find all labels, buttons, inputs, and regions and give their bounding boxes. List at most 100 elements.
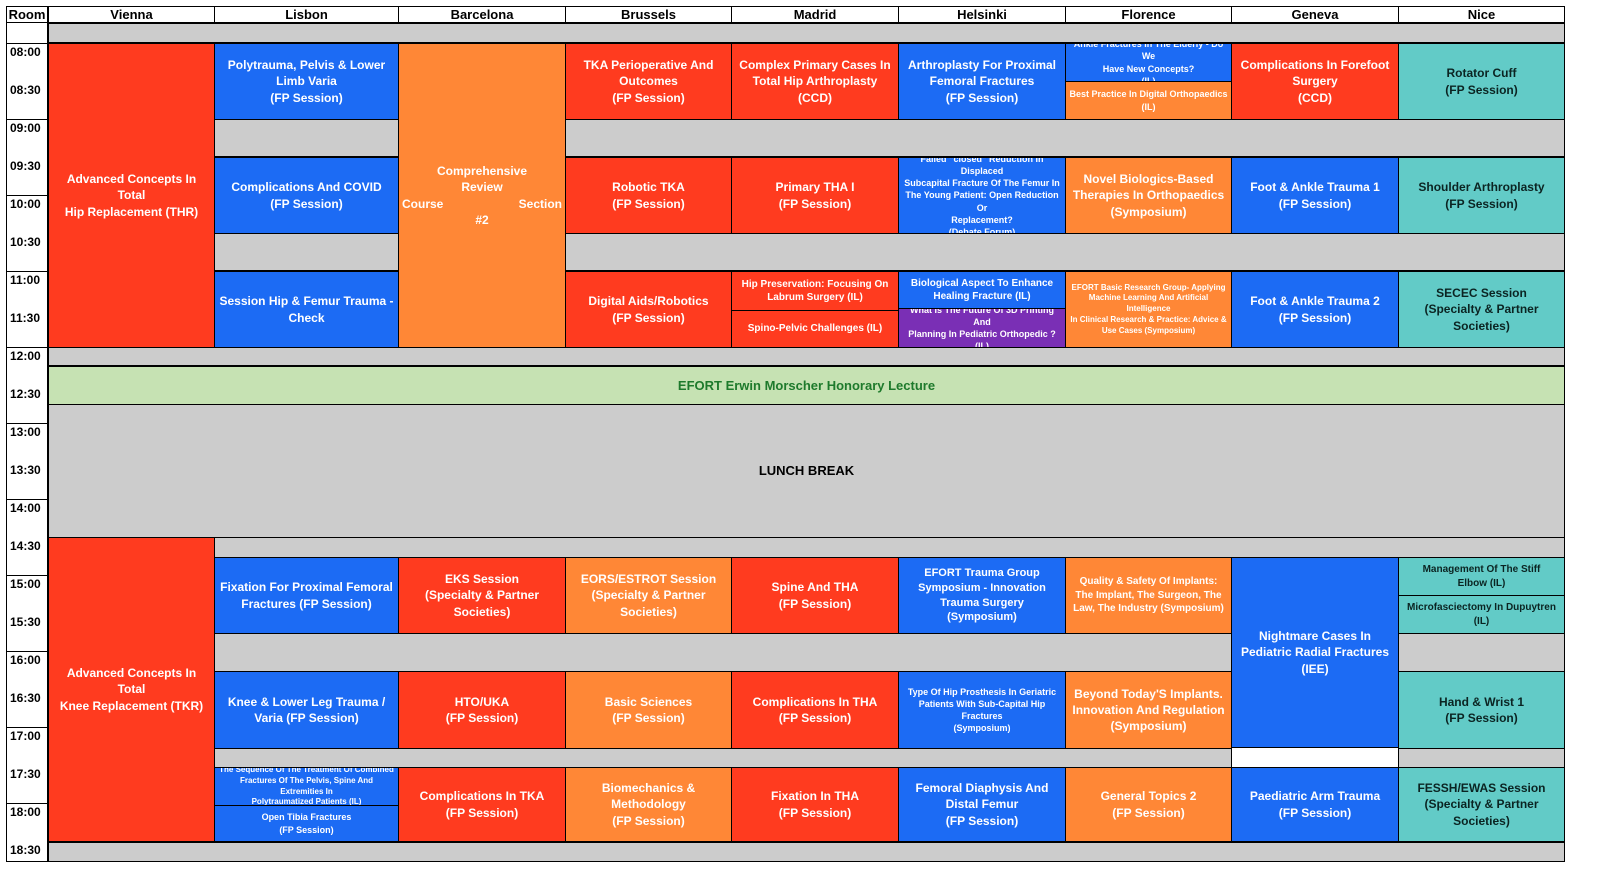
session-lisbon-open-tibia[interactable]: Open Tibia Fractures (FP Session) bbox=[214, 805, 399, 842]
session-barcelona-eks[interactable]: EKS Session (Specialty & Partner Societi… bbox=[398, 557, 566, 634]
session-geneva-foot-ankle-2[interactable]: Foot & Ankle Trauma 2 (FP Session) bbox=[1231, 271, 1399, 348]
session-florence-efort-basic-research[interactable]: EFORT Basic Research Group- Applying Mac… bbox=[1065, 271, 1232, 348]
time-1600: 16:00 bbox=[6, 651, 48, 689]
session-title: Femoral Diaphysis And Distal Femur (FP S… bbox=[915, 781, 1049, 828]
session-madrid-complex-primary[interactable]: Complex Primary Cases In Total Hip Arthr… bbox=[731, 43, 899, 120]
session-florence-general-topics-2[interactable]: General Topics 2 (FP Session) bbox=[1065, 767, 1232, 842]
session-barcelona-complications-tka[interactable]: Complications In TKA (FP Session) bbox=[398, 767, 566, 842]
session-nice-rotator-cuff[interactable]: Rotator Cuff (FP Session) bbox=[1398, 43, 1565, 120]
break-cell bbox=[214, 233, 399, 271]
room-helsinki: Helsinki bbox=[898, 6, 1066, 23]
break-cell bbox=[214, 119, 399, 157]
time-1100: 11:00 bbox=[6, 271, 48, 309]
break-cell bbox=[1398, 633, 1565, 672]
room-lisbon: Lisbon bbox=[214, 6, 399, 23]
session-florence-best-practice[interactable]: Best Practice In Digital Orthopaedics (I… bbox=[1065, 81, 1232, 120]
time-divider bbox=[6, 499, 48, 500]
session-barcelona-comprehensive-review[interactable]: Comprehensive Review Course Section #2 bbox=[398, 43, 566, 348]
lunch-break: LUNCH BREAK bbox=[48, 404, 1565, 538]
session-helsinki-type-hip-prosthesis[interactable]: Type Of Hip Prosthesis In Geriatric Pati… bbox=[898, 671, 1066, 749]
session-title: FESSH/EWAS Session (Specialty & Partner … bbox=[1417, 781, 1546, 828]
session-lisbon-covid[interactable]: Complications And COVID (FP Session) bbox=[214, 157, 399, 234]
session-lisbon-sequence-treatment[interactable]: The Sequence Of The Treatment Of Combine… bbox=[214, 767, 399, 806]
session-title: Spino-Pelvic Challenges (IL) bbox=[747, 323, 883, 335]
session-nice-hand-wrist[interactable]: Hand & Wrist 1 (FP Session) bbox=[1398, 671, 1565, 749]
session-barcelona-hto-uka[interactable]: HTO/UKA (FP Session) bbox=[398, 671, 566, 749]
session-brussels-eors-estrot[interactable]: EORS/ESTROT Session (Specialty & Partner… bbox=[565, 557, 732, 634]
session-florence-quality-safety[interactable]: Quality & Safety Of Implants: The Implan… bbox=[1065, 557, 1232, 634]
session-lisbon-knee-lower-leg[interactable]: Knee & Lower Leg Trauma / Varia (FP Sess… bbox=[214, 671, 399, 749]
session-title: Knee & Lower Leg Trauma / Varia (FP Sess… bbox=[227, 694, 386, 725]
session-madrid-spino-pelvic[interactable]: Spino-Pelvic Challenges (IL) bbox=[731, 310, 899, 348]
time-1130: 11:30 bbox=[6, 309, 48, 347]
break-row bbox=[48, 347, 1565, 366]
session-madrid-fixation-tha[interactable]: Fixation In THA (FP Session) bbox=[731, 767, 899, 842]
break-row bbox=[214, 748, 1232, 768]
session-madrid-complications-tha[interactable]: Complications In THA (FP Session) bbox=[731, 671, 899, 749]
session-madrid-primary-tha[interactable]: Primary THA I (FP Session) bbox=[731, 157, 899, 234]
session-nice-stiff-elbow[interactable]: Management Of The Stiff Elbow (IL) bbox=[1398, 557, 1565, 596]
session-brussels-biomechanics[interactable]: Biomechanics & Methodology (FP Session) bbox=[565, 767, 732, 842]
time-1030: 10:30 bbox=[6, 233, 48, 271]
session-florence-ankle-elderly[interactable]: Ankle Fractures In The Elderly - Do We H… bbox=[1065, 43, 1232, 82]
session-title: Complications And COVID (FP Session) bbox=[231, 180, 382, 211]
session-geneva-nightmare-cases[interactable]: Nightmare Cases In Pediatric Radial Frac… bbox=[1231, 557, 1399, 748]
session-helsinki-trauma-group[interactable]: EFORT Trauma Group Symposium - Innovatio… bbox=[898, 557, 1066, 634]
time-label: 10:30 bbox=[10, 235, 41, 249]
time-0900: 09:00 bbox=[6, 119, 48, 157]
session-helsinki-3d-printing[interactable]: What Is The Future Of 3D Printing And Pl… bbox=[898, 308, 1066, 348]
session-title: General Topics 2 (FP Session) bbox=[1100, 789, 1197, 820]
session-title: EFORT Erwin Morscher Honorary Lecture bbox=[677, 377, 936, 393]
session-brussels-basic-sciences[interactable]: Basic Sciences (FP Session) bbox=[565, 671, 732, 749]
break-row bbox=[565, 119, 1565, 157]
session-florence-beyond-implants[interactable]: Beyond Today'S Implants. Innovation And … bbox=[1065, 671, 1232, 749]
time-divider bbox=[6, 727, 48, 728]
session-title: Comprehensive Review bbox=[436, 164, 528, 195]
session-helsinki-failed-reduction[interactable]: Failed “closed” Reduction In Displaced S… bbox=[898, 157, 1066, 234]
time-label: 18:30 bbox=[10, 843, 41, 857]
session-title: SECEC Session (Specialty & Partner Socie… bbox=[1424, 286, 1539, 333]
time-label: 12:30 bbox=[10, 387, 41, 401]
session-helsinki-biological-aspect[interactable]: Biological Aspect To Enhance Healing Fra… bbox=[898, 271, 1066, 309]
session-lisbon-hip-femur[interactable]: Session Hip & Femur Trauma - Check bbox=[214, 271, 399, 348]
room-brussels: Brussels bbox=[565, 6, 732, 23]
break-row bbox=[48, 23, 1565, 43]
session-nice-dupuytren[interactable]: Microfasciectomy In Dupuytren (IL) bbox=[1398, 595, 1565, 634]
session-helsinki-arthroplasty-proximal[interactable]: Arthroplasty For Proximal Femoral Fractu… bbox=[898, 43, 1066, 120]
time-label: 15:30 bbox=[10, 615, 41, 629]
session-geneva-paediatric-arm[interactable]: Paediatric Arm Trauma (FP Session) bbox=[1231, 767, 1399, 842]
session-title: Advanced Concepts In Total Hip Replaceme… bbox=[64, 172, 199, 219]
session-title: EFORT Trauma Group Symposium - Innovatio… bbox=[918, 566, 1046, 624]
session-lisbon-fixation-proximal[interactable]: Fixation For Proximal Femoral Fractures … bbox=[214, 557, 399, 634]
break-cell bbox=[1398, 748, 1565, 768]
session-title: Primary THA I (FP Session) bbox=[775, 180, 855, 211]
session-course-line: Course Section bbox=[402, 196, 562, 212]
session-geneva-foot-ankle-1[interactable]: Foot & Ankle Trauma 1 (FP Session) bbox=[1231, 157, 1399, 234]
session-title: Type Of Hip Prosthesis In Geriatric Pati… bbox=[907, 686, 1057, 734]
session-vienna-thr[interactable]: Advanced Concepts In Total Hip Replaceme… bbox=[48, 43, 215, 348]
session-title: Shoulder Arthroplasty (FP Session) bbox=[1418, 180, 1545, 211]
session-nice-shoulder[interactable]: Shoulder Arthroplasty (FP Session) bbox=[1398, 157, 1565, 234]
time-1400: 14:00 bbox=[6, 499, 48, 537]
session-geneva-forefoot[interactable]: Complications In Forefoot Surgery (CCD) bbox=[1231, 43, 1399, 120]
time-label: 17:00 bbox=[10, 729, 41, 743]
session-lisbon-polytrauma[interactable]: Polytrauma, Pelvis & Lower Limb Varia (F… bbox=[214, 43, 399, 120]
session-vienna-tkr[interactable]: Advanced Concepts In Total Knee Replacem… bbox=[48, 537, 215, 842]
room-vienna: Vienna bbox=[48, 6, 215, 23]
time-divider bbox=[6, 423, 48, 424]
session-madrid-spine-tha[interactable]: Spine And THA (FP Session) bbox=[731, 557, 899, 634]
session-brussels-tka-perioperative[interactable]: TKA Perioperative And Outcomes (FP Sessi… bbox=[565, 43, 732, 120]
session-florence-biologics[interactable]: Novel Biologics-Based Therapies In Ortho… bbox=[1065, 157, 1232, 234]
session-honorary-lecture[interactable]: EFORT Erwin Morscher Honorary Lecture bbox=[48, 366, 1565, 405]
session-brussels-robotic-tka[interactable]: Robotic TKA (FP Session) bbox=[565, 157, 732, 234]
session-title: Hip Preservation: Focusing On Labrum Sur… bbox=[741, 278, 889, 304]
time-label: 10:00 bbox=[10, 197, 41, 211]
session-madrid-hip-preservation[interactable]: Hip Preservation: Focusing On Labrum Sur… bbox=[731, 271, 899, 311]
session-nice-fessh-ewas[interactable]: FESSH/EWAS Session (Specialty & Partner … bbox=[1398, 767, 1565, 842]
session-helsinki-femoral-diaphysis[interactable]: Femoral Diaphysis And Distal Femur (FP S… bbox=[898, 767, 1066, 842]
session-title: EKS Session (Specialty & Partner Societi… bbox=[424, 572, 540, 619]
session-brussels-digital-aids[interactable]: Digital Aids/Robotics (FP Session) bbox=[565, 271, 732, 348]
break-row bbox=[565, 233, 1565, 271]
session-nice-secec[interactable]: SECEC Session (Specialty & Partner Socie… bbox=[1398, 271, 1565, 348]
time-1630: 16:30 bbox=[6, 689, 48, 727]
